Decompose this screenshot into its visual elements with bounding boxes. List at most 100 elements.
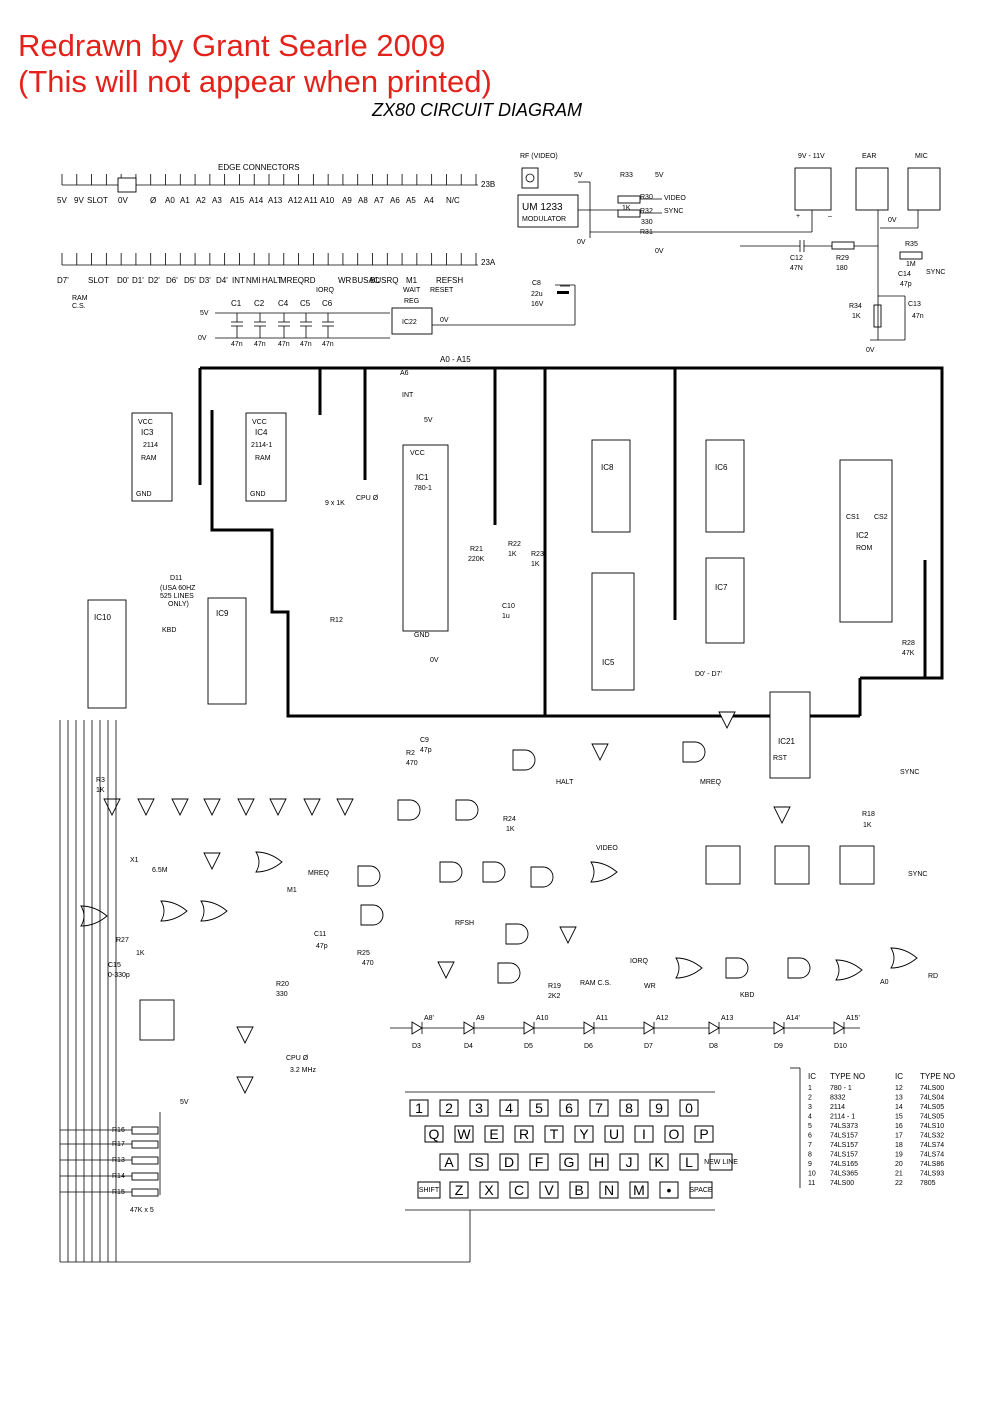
key-label: 0 bbox=[685, 1100, 693, 1116]
ic21: IC21 RST SYNC MREQ bbox=[700, 691, 919, 786]
diode bbox=[463, 1021, 475, 1035]
svg-text:CPU Ø: CPU Ø bbox=[286, 1055, 309, 1062]
svg-text:R3: R3 bbox=[96, 777, 105, 784]
svg-text:470: 470 bbox=[362, 960, 374, 967]
diode-addr: A14' bbox=[786, 1015, 800, 1022]
key-label: A bbox=[444, 1154, 454, 1170]
ic7: IC7 bbox=[705, 557, 745, 644]
table-cell: 74LS10 bbox=[920, 1123, 944, 1130]
svg-text:RST: RST bbox=[773, 755, 788, 762]
table-cell: 74LS00 bbox=[920, 1085, 944, 1092]
c8-v2: 16V bbox=[531, 301, 544, 308]
table-cell: 3 bbox=[808, 1104, 812, 1111]
key-i bbox=[634, 1125, 654, 1143]
edge-pin-23b: N/C bbox=[446, 196, 460, 205]
edge-pin-23a: INT bbox=[232, 276, 245, 285]
inverter-gate bbox=[203, 852, 221, 871]
svg-text:RAM C.S.: RAM C.S. bbox=[580, 980, 611, 987]
key-label: I bbox=[642, 1126, 646, 1142]
decoup-5v: 5V bbox=[200, 310, 209, 317]
mic-label: MIC bbox=[915, 153, 928, 160]
edge-pin-23a: D1' bbox=[132, 276, 144, 285]
diode-addr: A15' bbox=[846, 1015, 860, 1022]
r34: R34 bbox=[849, 303, 862, 310]
table-cell: 74LS32 bbox=[920, 1133, 944, 1140]
svg-text:VCC: VCC bbox=[138, 419, 153, 426]
table-cell: 6 bbox=[808, 1133, 812, 1140]
key-label: 7 bbox=[595, 1100, 603, 1116]
ic3-type: 2114 bbox=[143, 442, 158, 449]
key-label: 3 bbox=[475, 1100, 483, 1116]
table-header: TYPE NO bbox=[920, 1072, 955, 1081]
svg-text:GND: GND bbox=[414, 632, 430, 639]
rf-label: RF (VIDEO) bbox=[520, 153, 558, 160]
decoupling-cap-name: C5 bbox=[300, 299, 311, 308]
svg-text:2K2: 2K2 bbox=[548, 993, 561, 1000]
key-m bbox=[629, 1181, 649, 1199]
key-label: P bbox=[699, 1126, 708, 1142]
nand-gate bbox=[439, 861, 463, 883]
ic2-rom: IC2 ROM CS1 CS2 bbox=[839, 459, 893, 623]
edge-title: EDGE CONNECTORS bbox=[218, 163, 300, 172]
svg-text:MREQ: MREQ bbox=[308, 870, 330, 877]
key-label: 1 bbox=[415, 1100, 423, 1116]
edge-pin-23a: D5' bbox=[184, 276, 196, 285]
key-p bbox=[694, 1125, 714, 1143]
table-cell: 13 bbox=[895, 1095, 903, 1102]
svg-text:ONLY): ONLY) bbox=[168, 601, 189, 608]
kb-resistor-name: R16 bbox=[112, 1127, 125, 1134]
key-4 bbox=[499, 1099, 519, 1117]
r34v: 1K bbox=[852, 313, 861, 320]
key-c bbox=[509, 1181, 529, 1199]
table-cell: 1 bbox=[808, 1085, 812, 1092]
edge-pin-23a: NMI bbox=[246, 276, 261, 285]
inverter-gate bbox=[236, 1076, 254, 1095]
edge-pin-23a: D3' bbox=[199, 276, 211, 285]
nand-gate bbox=[360, 904, 384, 926]
svg-text:9 x 1K: 9 x 1K bbox=[325, 500, 345, 507]
table-cell: 8 bbox=[808, 1152, 812, 1159]
svg-text:IC9: IC9 bbox=[216, 609, 229, 618]
c8-name: C8 bbox=[532, 280, 541, 287]
table-cell: 74LS157 bbox=[830, 1142, 858, 1149]
inverter-gate bbox=[237, 798, 255, 817]
edge-pin-23b: A13 bbox=[268, 196, 283, 205]
inverter-gate bbox=[137, 798, 155, 817]
svg-text:WR: WR bbox=[644, 983, 656, 990]
nand-gate bbox=[497, 962, 521, 984]
inverter-gate bbox=[773, 806, 791, 825]
keyboard-diodes: D3A8'D4A9D5A10D6A11D7A12D8A13D9A14'D10A1… bbox=[390, 1015, 860, 1050]
edge-pin-23b: A7 bbox=[374, 196, 384, 205]
edge-pin-23b: Ø bbox=[150, 196, 156, 205]
diode bbox=[523, 1021, 535, 1035]
decoupling-cap-name: C2 bbox=[254, 299, 265, 308]
c14: C14 bbox=[898, 271, 911, 278]
kb-resistor bbox=[131, 1156, 159, 1165]
kb-res-5v: 5V bbox=[180, 1099, 189, 1106]
key-n bbox=[599, 1181, 619, 1199]
table-cell: 20 bbox=[895, 1161, 903, 1168]
table-cell: 780 - 1 bbox=[830, 1085, 852, 1092]
edge-pin-23a: BUSRQ bbox=[370, 276, 398, 285]
svg-text:IC5: IC5 bbox=[602, 658, 615, 667]
decoupling-cap-value: 47n bbox=[322, 341, 334, 348]
edge-pin-23b: A1 bbox=[180, 196, 190, 205]
key-label: W bbox=[457, 1126, 471, 1142]
key-a bbox=[439, 1153, 459, 1171]
rf-0v: 0V bbox=[577, 239, 586, 246]
inverter-gate bbox=[203, 798, 221, 817]
mod-sub: MODULATOR bbox=[522, 216, 566, 223]
power-label: 9V - 11V bbox=[798, 153, 825, 160]
ic1-type: 780-1 bbox=[414, 485, 432, 492]
a6-label: A6 bbox=[400, 370, 409, 377]
edge-pin-23a: D4' bbox=[216, 276, 228, 285]
c12v: 47N bbox=[790, 265, 803, 272]
audio-sync: SYNC bbox=[926, 269, 945, 276]
svg-text:1K: 1K bbox=[508, 551, 517, 558]
key-1 bbox=[409, 1099, 429, 1117]
ic2-rom: ROM bbox=[856, 545, 873, 552]
edge-pin-23b: SLOT bbox=[87, 196, 108, 205]
key-newline bbox=[709, 1153, 733, 1171]
